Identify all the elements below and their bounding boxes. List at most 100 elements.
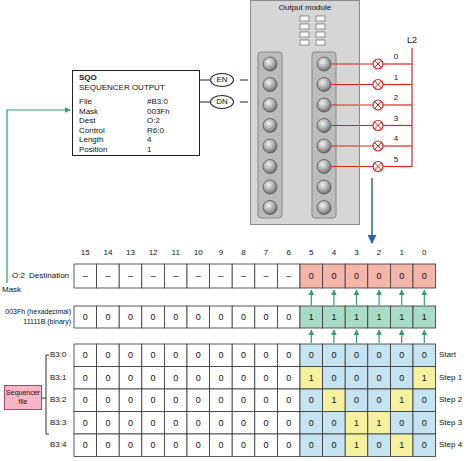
bit-value: 0 [128, 418, 133, 427]
step-label: Start [439, 351, 456, 359]
word-address: B3:4 [50, 441, 66, 449]
node-text: Mask [79, 108, 98, 116]
bit-number: 2 [377, 249, 381, 257]
terminal-screw [263, 201, 277, 215]
bit-value: 0 [309, 351, 314, 360]
mask-label: 003Fh (hexadecimal) [5, 308, 71, 315]
terminal-screw [263, 119, 277, 133]
bit-value: 0 [196, 373, 201, 382]
file-bit-cell [97, 434, 120, 457]
file-bit-cell [74, 389, 97, 412]
instruction-block: SQOSEQUENCER OUTPUTFile#B3:0Mask003FhDes… [72, 70, 200, 156]
file-bit-cell [300, 367, 323, 390]
file-bit-cell [119, 344, 142, 367]
bit-value: 1 [422, 313, 427, 322]
terminal-screw [263, 180, 277, 194]
output-bit-cell [323, 264, 346, 288]
output-wire [331, 84, 373, 85]
bit-value: 0 [196, 313, 201, 322]
mask-bit-cell [119, 306, 142, 328]
file-bit-cell [255, 412, 278, 435]
bit-value: 0 [105, 396, 110, 405]
bit-value: – [173, 272, 178, 281]
terminal-screw [263, 160, 277, 174]
bit-value: 0 [309, 396, 314, 405]
file-bit-cell [142, 412, 165, 435]
node-text: 4 [147, 136, 151, 144]
bit-value: 0 [264, 418, 269, 427]
bit-number: 9 [219, 249, 223, 257]
file-bit-cell [255, 367, 278, 390]
output-wire [383, 63, 412, 64]
bit-value: 1 [354, 441, 359, 450]
file-bit-cell [345, 434, 368, 457]
mask-bit-cell [368, 306, 391, 328]
step-label: Step 4 [439, 441, 462, 449]
file-bit-cell [119, 367, 142, 390]
file-bit-cell [368, 412, 391, 435]
file-bit-cell [187, 367, 210, 390]
mask-arrow [311, 330, 312, 343]
file-bit-cell [210, 344, 233, 367]
mask-arrow [379, 290, 380, 305]
output-number: 5 [394, 156, 398, 164]
status-led [300, 16, 309, 21]
bit-value: 0 [331, 418, 336, 427]
bit-value: 0 [241, 313, 246, 322]
bit-value: 0 [331, 351, 336, 360]
file-bit-cell [97, 344, 120, 367]
file-bit-cell [413, 412, 436, 435]
output-wire [331, 166, 373, 167]
status-led [316, 40, 325, 45]
bit-number: 3 [354, 249, 358, 257]
bit-value: 1 [331, 313, 336, 322]
bit-value: 1 [399, 313, 404, 322]
bit-value: 0 [377, 351, 382, 360]
lamp-symbol [373, 121, 383, 131]
output-arrow [371, 178, 373, 243]
output-bit-cell [210, 264, 233, 288]
output-bit-cell [390, 264, 413, 288]
bit-value: 0 [151, 441, 156, 450]
output-wire [383, 104, 412, 105]
bit-value: 0 [128, 313, 133, 322]
output-number: 3 [394, 115, 398, 123]
mask-arrow [401, 330, 402, 343]
output-number: 1 [394, 74, 398, 82]
bit-value: 0 [196, 351, 201, 360]
bit-value: 0 [377, 272, 382, 281]
bit-value: – [196, 272, 201, 281]
bit-value: 0 [151, 396, 156, 405]
file-bit-cell [210, 434, 233, 457]
bit-value: 0 [422, 272, 427, 281]
file-bit-cell [277, 412, 300, 435]
file-bit-cell [164, 434, 187, 457]
output-bit-cell [142, 264, 165, 288]
step-label: Step 2 [439, 396, 462, 404]
terminal-screw [317, 201, 331, 215]
bit-value: 0 [128, 396, 133, 405]
mask-label: 11111B (binary) [23, 318, 71, 325]
bit-value: 0 [377, 373, 382, 382]
lamp-symbol [373, 100, 383, 110]
file-bit-cell [164, 367, 187, 390]
bit-value: 0 [286, 396, 291, 405]
bit-value: 1 [354, 418, 359, 427]
output-number: 4 [394, 135, 398, 143]
bit-value: 0 [83, 313, 88, 322]
status-led [316, 24, 325, 29]
file-bit-cell [97, 412, 120, 435]
bit-value: – [218, 272, 223, 281]
terminal-screw [263, 78, 277, 92]
file-bit-cell [74, 412, 97, 435]
bit-value: 0 [377, 396, 382, 405]
bit-value: – [83, 272, 88, 281]
bit-value: 0 [218, 418, 223, 427]
bit-value: 0 [422, 351, 427, 360]
node-text: Position [79, 146, 107, 154]
bit-value: 0 [286, 313, 291, 322]
file-bit-cell [323, 434, 346, 457]
node-text: R6:0 [147, 127, 164, 135]
bit-value: 0 [128, 373, 133, 382]
output-wire [331, 63, 373, 64]
